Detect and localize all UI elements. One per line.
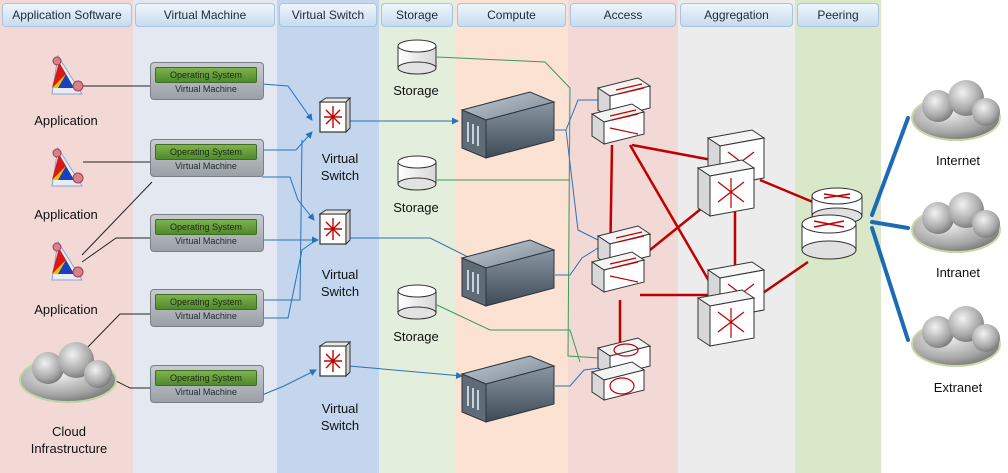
aggregation-switch-icon[interactable] <box>696 129 766 217</box>
aggregation-switch-icon[interactable] <box>696 261 766 347</box>
server-icon[interactable] <box>460 355 556 423</box>
lane-header-storage: Storage <box>381 3 453 27</box>
storage-icon[interactable] <box>397 155 437 191</box>
virtual-switch-label: Virtual Switch <box>300 266 380 300</box>
lane-aggregation <box>678 0 795 473</box>
vswitch-label-line2: Switch <box>320 418 360 433</box>
virtual-machine-box[interactable]: Operating System Virtual Machine <box>150 214 266 254</box>
lane-header-virtual-switch: Virtual Switch <box>279 3 377 27</box>
intranet-label: Intranet <box>935 265 981 280</box>
internet-label: Internet <box>935 153 981 168</box>
storage-icon[interactable] <box>397 39 437 75</box>
compute-access-links <box>555 99 601 387</box>
storage-icon[interactable] <box>397 284 437 320</box>
virtual-machine-label: Virtual Machine <box>175 387 237 397</box>
application-icon[interactable] <box>51 54 84 95</box>
virtual-machine-label: Virtual Machine <box>175 84 237 94</box>
vswitch-label-line1: Virtual <box>321 267 359 282</box>
lane-storage <box>379 0 455 473</box>
operating-system-label: Operating System <box>155 370 257 386</box>
peering-router-icon[interactable] <box>801 187 863 260</box>
virtual-machine-box[interactable]: Operating System Virtual Machine <box>150 139 266 179</box>
vswitch-label-line2: Switch <box>320 284 360 299</box>
virtual-machine-box[interactable]: Operating System Virtual Machine <box>150 289 266 329</box>
internet-cloud-icon[interactable] <box>911 80 1001 141</box>
server-icon[interactable] <box>460 239 556 307</box>
virtual-machine-label: Virtual Machine <box>175 311 237 321</box>
server-icon[interactable] <box>460 91 556 159</box>
vswitch-label-line1: Virtual <box>321 151 359 166</box>
vm-vswitch-links <box>261 83 319 396</box>
operating-system-label: Operating System <box>155 294 257 310</box>
vswitch-compute-links <box>348 117 479 379</box>
virtual-switch-icon[interactable] <box>318 208 352 246</box>
virtual-switch-icon[interactable] <box>318 96 352 134</box>
storage-label: Storage <box>393 329 439 344</box>
core-red-links <box>608 143 821 345</box>
application-label: Application <box>34 302 98 317</box>
extranet-label: Extranet <box>933 380 983 395</box>
cloud-infrastructure-icon[interactable] <box>19 342 117 403</box>
operating-system-label: Operating System <box>155 67 257 83</box>
cloud-infrastructure-label: Cloud Infrastructure <box>14 423 124 457</box>
lane-header-virtual-machine: Virtual Machine <box>135 3 275 27</box>
vswitch-label-line1: Virtual <box>321 401 359 416</box>
storage-switch-icon[interactable] <box>590 337 652 401</box>
lane-header-compute: Compute <box>457 3 566 27</box>
lane-header-aggregation: Aggregation <box>680 3 793 27</box>
vswitch-label-line2: Switch <box>320 168 360 183</box>
access-switch-icon[interactable] <box>590 225 652 293</box>
storage-label: Storage <box>393 200 439 215</box>
virtual-machine-box[interactable]: Operating System Virtual Machine <box>150 365 266 405</box>
lane-header-peering: Peering <box>797 3 879 27</box>
lane-header-application-software: Application Software <box>2 3 132 27</box>
cloud-label-line2: Infrastructure <box>30 441 108 456</box>
virtual-switch-icon[interactable] <box>318 340 352 378</box>
application-icon[interactable] <box>51 146 84 187</box>
virtual-machine-label: Virtual Machine <box>175 161 237 171</box>
storage-access-links <box>436 56 601 363</box>
virtual-switch-label: Virtual Switch <box>300 150 380 184</box>
lane-header-access: Access <box>570 3 676 27</box>
cloud-label-line1: Cloud <box>52 424 86 439</box>
application-label: Application <box>34 207 98 222</box>
operating-system-label: Operating System <box>155 144 257 160</box>
virtual-machine-label: Virtual Machine <box>175 236 237 246</box>
operating-system-label: Operating System <box>155 219 257 235</box>
application-icon[interactable] <box>51 240 84 281</box>
peering-network-links <box>870 116 910 342</box>
app-vm-links <box>81 85 153 389</box>
virtual-machine-box[interactable]: Operating System Virtual Machine <box>150 62 266 102</box>
extranet-cloud-icon[interactable] <box>911 306 1001 367</box>
access-switch-icon[interactable] <box>590 77 652 145</box>
application-label: Application <box>34 113 98 128</box>
virtual-switch-label: Virtual Switch <box>300 400 380 434</box>
intranet-cloud-icon[interactable] <box>911 192 1001 253</box>
storage-label: Storage <box>393 83 439 98</box>
